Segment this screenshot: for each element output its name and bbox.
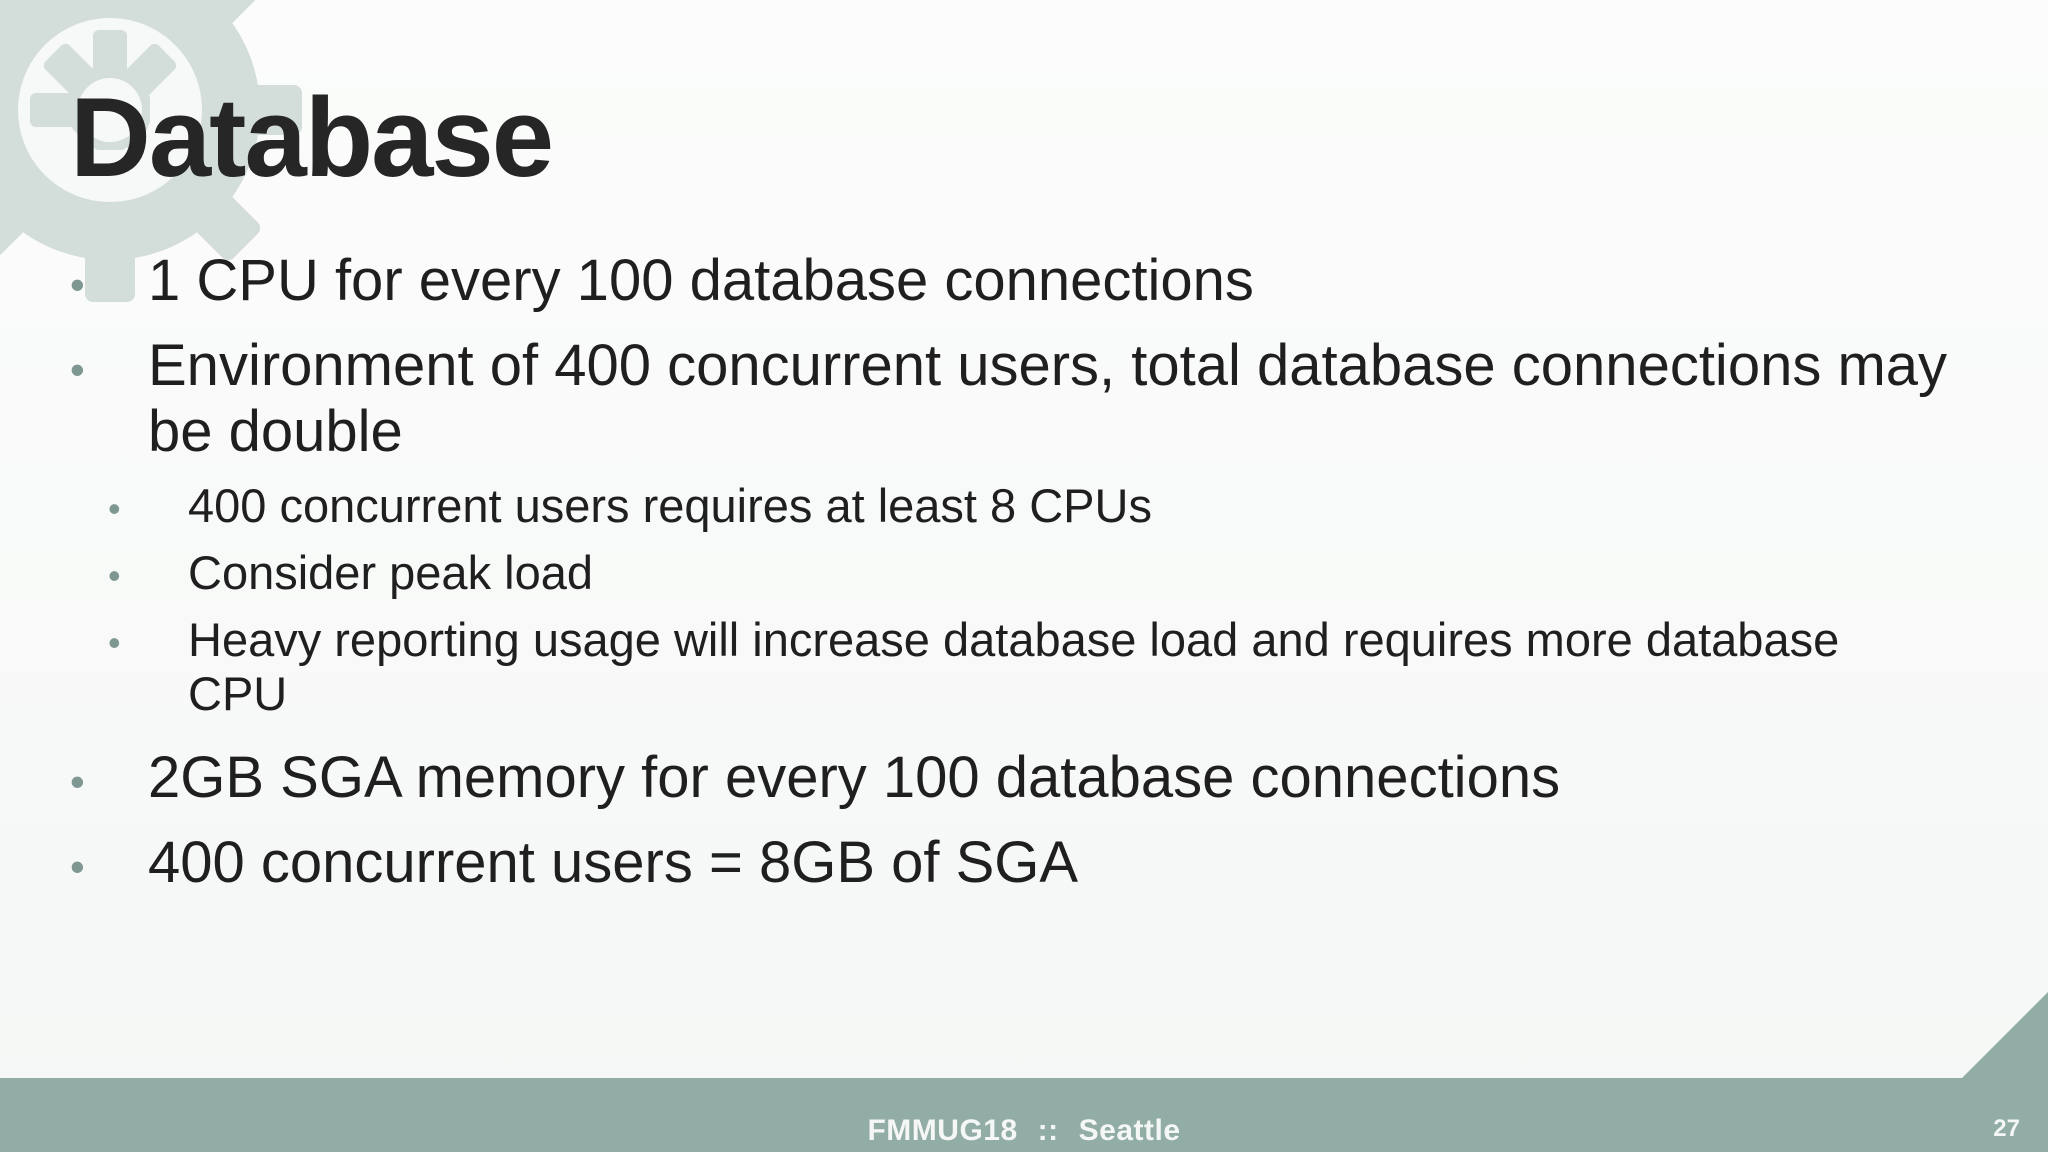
bullet-text: 1 CPU for every 100 database connections	[148, 248, 1254, 313]
footer-event: FMMUG18	[867, 1114, 1018, 1147]
bullet-dot-icon: •	[70, 261, 85, 308]
slide-title: Database	[70, 75, 554, 200]
sub-bullet-item: • 400 concurrent users requires at least…	[108, 479, 1950, 533]
footer-event-location: FMMUG18::Seattle	[0, 1114, 2048, 1148]
bullet-item: • 1 CPU for every 100 database connectio…	[70, 248, 1950, 315]
slide-footer	[0, 1078, 2048, 1152]
gear-logo-icon	[0, 0, 302, 302]
sub-bullet-text: Heavy reporting usage will increase data…	[188, 613, 1840, 721]
bullet-dot-icon: •	[70, 842, 85, 890]
sub-bullet-text: Consider peak load	[188, 546, 593, 600]
bullet-item: • Environment of 400 concurrent users, t…	[70, 333, 1950, 466]
bullet-text: 400 concurrent users = 8GB of SGA	[148, 829, 1079, 895]
bullet-item: • 2GB SGA memory for every 100 database …	[70, 745, 1950, 812]
corner-triangle-icon	[1962, 992, 2048, 1078]
bullet-list: • 1 CPU for every 100 database connectio…	[70, 248, 1950, 897]
sub-bullet-item: • Consider peak load	[108, 546, 1950, 600]
bullet-dot-icon: •	[108, 622, 121, 664]
bullet-text: Environment of 400 concurrent users, tot…	[148, 332, 1948, 465]
footer-separator: ::	[1037, 1114, 1059, 1147]
bullet-text: 2GB SGA memory for every 100 database co…	[148, 745, 1561, 811]
sub-bullet-text: 400 concurrent users requires at least 8…	[188, 479, 1152, 533]
footer-location: Seattle	[1078, 1114, 1181, 1147]
page-number: 27	[1993, 1115, 2020, 1142]
sub-bullet-item: • Heavy reporting usage will increase da…	[108, 613, 1950, 721]
bullet-dot-icon: •	[108, 488, 121, 530]
bullet-dot-icon: •	[70, 758, 85, 806]
bullet-dot-icon: •	[108, 555, 121, 597]
bullet-dot-icon: •	[70, 345, 85, 393]
bullet-item: • 400 concurrent users = 8GB of SGA	[70, 830, 1950, 897]
